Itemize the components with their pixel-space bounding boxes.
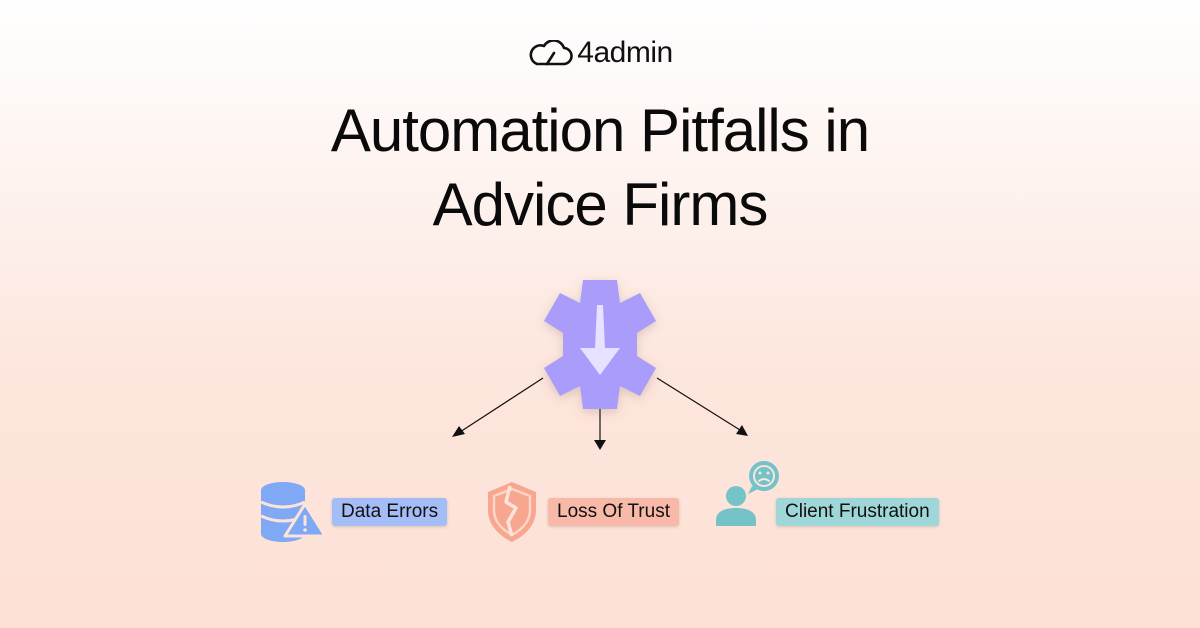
title-line-1: Automation Pitfalls in	[330, 97, 870, 164]
label-data-errors: Data Errors	[332, 498, 448, 526]
arrow-right	[656, 377, 748, 436]
database-warning-icon	[260, 482, 326, 542]
cloud-icon	[529, 40, 574, 66]
outcome-loss-of-trust: Loss Of Trust	[486, 480, 679, 544]
outcome-client-frustration: Client Frustration	[714, 460, 939, 528]
logo: 4admin	[0, 36, 1200, 70]
page-title: Automation Pitfalls in Advice Firms	[0, 94, 1200, 242]
logo-text: 4admin	[577, 36, 673, 69]
label-client-frustration: Client Frustration	[776, 498, 939, 526]
label-loss-of-trust: Loss Of Trust	[548, 498, 679, 526]
frustrated-user-icon	[716, 461, 779, 526]
outcome-data-errors: Data Errors	[258, 480, 448, 544]
down-arrow-glyph	[580, 305, 620, 375]
broken-shield-icon	[488, 482, 536, 542]
title-line-2: Advice Firms	[432, 171, 769, 238]
arrow-left	[452, 377, 544, 437]
arrow-center	[594, 408, 606, 450]
